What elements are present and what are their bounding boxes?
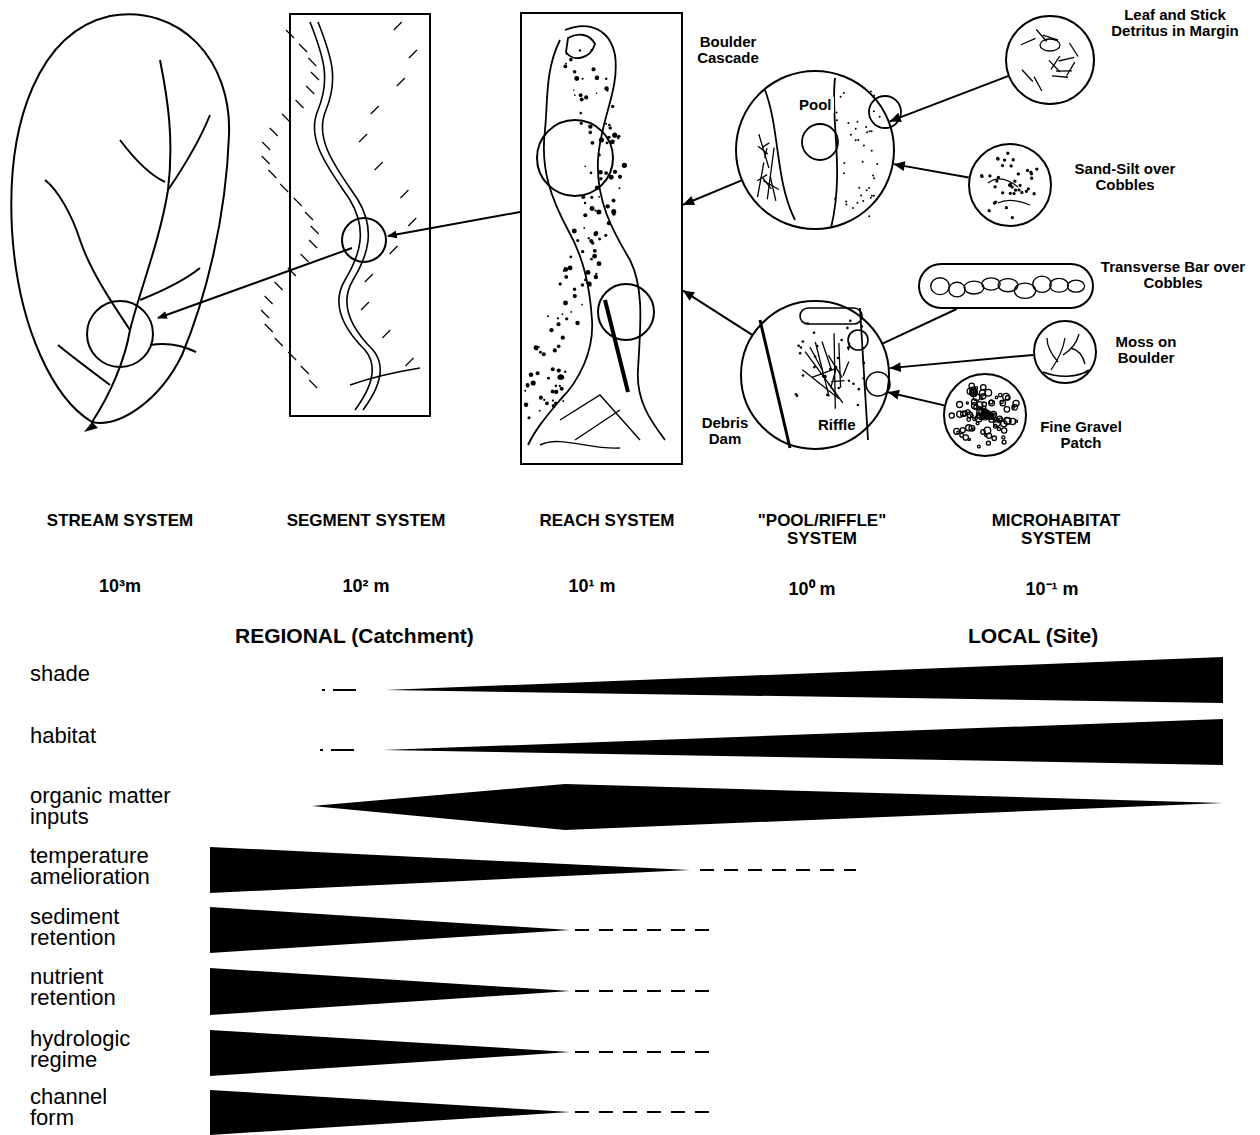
scale-level-title: MICROHABITAT SYSTEM <box>976 512 1136 548</box>
riparian-function: channel form <box>30 1087 150 1129</box>
scale-value: 10² m <box>316 576 416 597</box>
pool-circle: Pool <box>735 70 895 230</box>
detail-circle: Moss on Boulder <box>1033 320 1097 384</box>
scale-level-title: SEGMENT SYSTEM <box>266 512 466 530</box>
riparian-function: sediment retention <box>30 907 160 949</box>
segment-box <box>290 14 430 416</box>
detail-circle: Sand-Silt over Cobbles <box>968 143 1052 227</box>
pointer-arrow <box>888 390 944 406</box>
scale-end-label: LOCAL (Site) <box>968 624 1168 648</box>
catchment-outline <box>11 14 229 422</box>
shape-outline <box>968 143 1052 227</box>
feature-label: Transverse Bar over Cobbles <box>1098 259 1248 291</box>
pointer-arrow <box>883 309 957 343</box>
unit-label: Riffle <box>816 417 858 433</box>
scale-value: 10⁰ m <box>762 576 862 600</box>
scale-level-title: STREAM SYSTEM <box>20 512 220 530</box>
riffle-circle: Riffle <box>740 300 890 450</box>
riparian-function: shade <box>30 664 160 685</box>
riparian-function: organic matter inputs <box>30 786 180 828</box>
feature-label: Fine Gravel Patch <box>1031 419 1131 451</box>
unit-label: Pool <box>797 97 834 113</box>
shape-outline <box>740 300 890 450</box>
feature-label: Sand-Silt over Cobbles <box>1060 161 1190 193</box>
scale-arrow <box>388 212 520 236</box>
feature-label: Boulder Cascade <box>688 34 768 66</box>
gravel-stipple <box>524 49 627 420</box>
pointer-arrow <box>894 161 969 177</box>
feature-label: Moss on Boulder <box>1103 334 1189 366</box>
shape-outline <box>918 263 1094 309</box>
scale-level-title: REACH SYSTEM <box>517 512 697 530</box>
feature-label: Leaf and Stick Detritus in Margin <box>1105 7 1245 39</box>
pointer-arrow <box>683 181 741 205</box>
weak-influence-dash <box>320 690 856 1112</box>
riparian-function: habitat <box>30 726 160 747</box>
scale-end-label: REGIONAL (Catchment) <box>235 624 535 648</box>
scale-value: 10¹ m <box>542 576 642 597</box>
scale-value: 10³m <box>70 576 170 597</box>
riparian-function: nutrient retention <box>30 967 160 1009</box>
riparian-function: hydrologic regime <box>30 1029 160 1071</box>
bank-hatching <box>261 22 417 388</box>
shape-outline <box>735 70 895 230</box>
pointer-arrow <box>890 355 1033 372</box>
riparian-function: temperature amelioration <box>30 846 165 888</box>
scale-arrow <box>158 248 352 318</box>
feature-label: Debris Dam <box>688 415 762 447</box>
pointer-arrow <box>890 76 1008 122</box>
shape-outline <box>1033 320 1097 384</box>
reach-channel <box>528 26 665 448</box>
detail-circle: Leaf and Stick Detritus in Margin <box>1005 15 1095 105</box>
scale-value: 10⁻¹ m <box>1002 576 1102 600</box>
shape-outline <box>520 12 683 465</box>
scale-level-title: "POOL/RIFFLE" SYSTEM <box>747 512 897 548</box>
detail-oval: Transverse Bar over Cobbles <box>918 263 1094 309</box>
scale-wedges <box>210 657 1223 1135</box>
shape-outline <box>943 373 1027 457</box>
shape-outline <box>1005 15 1095 105</box>
reach-box: Boulder CascadeDebris Dam <box>520 12 683 465</box>
pointer-arrow <box>683 291 752 335</box>
detail-circle: Fine Gravel Patch <box>943 373 1027 457</box>
